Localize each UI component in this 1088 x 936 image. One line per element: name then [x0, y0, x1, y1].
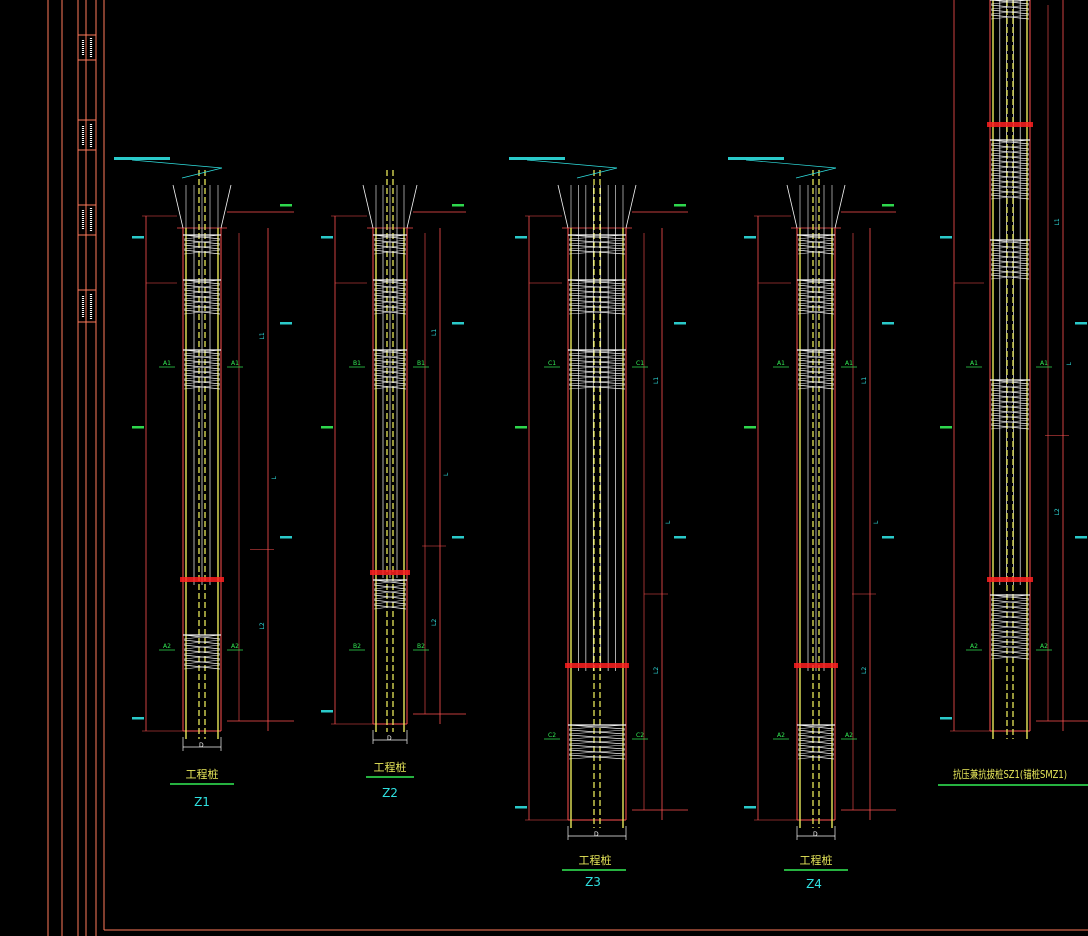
section-mark-a2-right: A2	[1040, 643, 1048, 650]
dim-mark-l: L	[271, 476, 278, 480]
pile-code-z3: Z3	[585, 875, 601, 889]
section-mark-c2-right: C2	[636, 732, 644, 739]
dim-mark-l1: L1	[1054, 218, 1061, 225]
annotation-block	[280, 204, 292, 207]
annotation-block	[940, 717, 952, 720]
dim-mark-l: L	[873, 520, 880, 524]
dim-mark-l2: L2	[653, 667, 660, 674]
annotation-block	[280, 322, 292, 325]
pile-code-z2: Z2	[382, 786, 398, 800]
annotation-block	[515, 426, 527, 429]
annotation-block	[940, 426, 952, 429]
dim-mark-l1: L1	[431, 329, 438, 336]
annotation-block	[132, 717, 144, 720]
pile-title-z4: 工程桩	[800, 853, 833, 867]
section-mark-a2-right: A2	[845, 732, 853, 739]
dim-mark-l: L	[665, 520, 672, 524]
annotation-block	[132, 426, 144, 429]
diameter-label-z2: D	[387, 735, 392, 742]
section-mark-c2-left: C2	[548, 732, 556, 739]
annotation-block	[744, 236, 756, 239]
annotation-block	[1075, 322, 1087, 325]
diameter-label-z4: D	[813, 831, 818, 838]
dim-mark-l2: L2	[861, 667, 868, 674]
section-mark-a1-right: A1	[1040, 360, 1048, 367]
title-block-notes	[81, 38, 93, 320]
section-mark-b2-right: B2	[417, 643, 425, 650]
annotation-block	[515, 806, 527, 809]
annotation-block	[882, 204, 894, 207]
annotation-block	[515, 236, 527, 239]
annotation-block	[1075, 536, 1087, 539]
section-mark-a1-left: A1	[777, 360, 785, 367]
dim-mark-l: L	[1066, 362, 1073, 366]
dim-mark-l1: L1	[653, 377, 660, 384]
annotation-block	[452, 536, 464, 539]
pile-title-z2: 工程桩	[374, 760, 407, 774]
annotation-block	[114, 157, 170, 160]
dim-mark-l2: L2	[259, 622, 266, 629]
section-mark-a1-left: A1	[970, 360, 978, 367]
annotation-block	[321, 236, 333, 239]
section-mark-c1-left: C1	[548, 360, 556, 367]
annotation-block	[509, 157, 565, 160]
section-mark-a2-left: A2	[163, 643, 171, 650]
annotation-block	[280, 536, 292, 539]
annotation-block	[728, 157, 784, 160]
section-mark-c1-right: C1	[636, 360, 644, 367]
annotation-block	[452, 322, 464, 325]
section-mark-a2-left: A2	[777, 732, 785, 739]
annotation-block	[674, 536, 686, 539]
section-mark-b1-left: B1	[353, 360, 361, 367]
annotation-block	[940, 236, 952, 239]
annotation-block	[744, 426, 756, 429]
annotation-block	[882, 536, 894, 539]
annotation-block	[452, 204, 464, 207]
dim-mark-l2: L2	[431, 619, 438, 626]
section-mark-a1-left: A1	[163, 360, 171, 367]
dim-mark-l1: L1	[861, 377, 868, 384]
annotation-block	[132, 236, 144, 239]
pile-title-sz1: 抗压兼抗拔桩SZ1(锚桩SMZ1)	[953, 767, 1067, 781]
pile-code-z1: Z1	[194, 795, 210, 809]
section-mark-b2-left: B2	[353, 643, 361, 650]
diameter-label-z3: D	[594, 831, 599, 838]
dim-mark-l: L	[443, 472, 450, 476]
dim-mark-l2: L2	[1054, 508, 1061, 515]
annotation-block	[674, 204, 686, 207]
drawing-frame	[47, 0, 1088, 936]
annotation-block	[321, 426, 333, 429]
section-mark-b1-right: B1	[417, 360, 425, 367]
annotation-block	[674, 322, 686, 325]
annotation-block	[744, 806, 756, 809]
section-mark-a2-left: A2	[970, 643, 978, 650]
section-mark-a2-right: A2	[231, 643, 239, 650]
pile-title-z1: 工程桩	[186, 767, 219, 781]
section-mark-a1-right: A1	[845, 360, 853, 367]
diameter-label-z1: D	[199, 742, 204, 749]
pile-code-z4: Z4	[806, 877, 822, 891]
section-mark-a1-right: A1	[231, 360, 239, 367]
dim-mark-l1: L1	[259, 332, 266, 339]
pile-title-z3: 工程桩	[579, 853, 612, 867]
annotation-block	[882, 322, 894, 325]
annotation-block	[321, 710, 333, 713]
